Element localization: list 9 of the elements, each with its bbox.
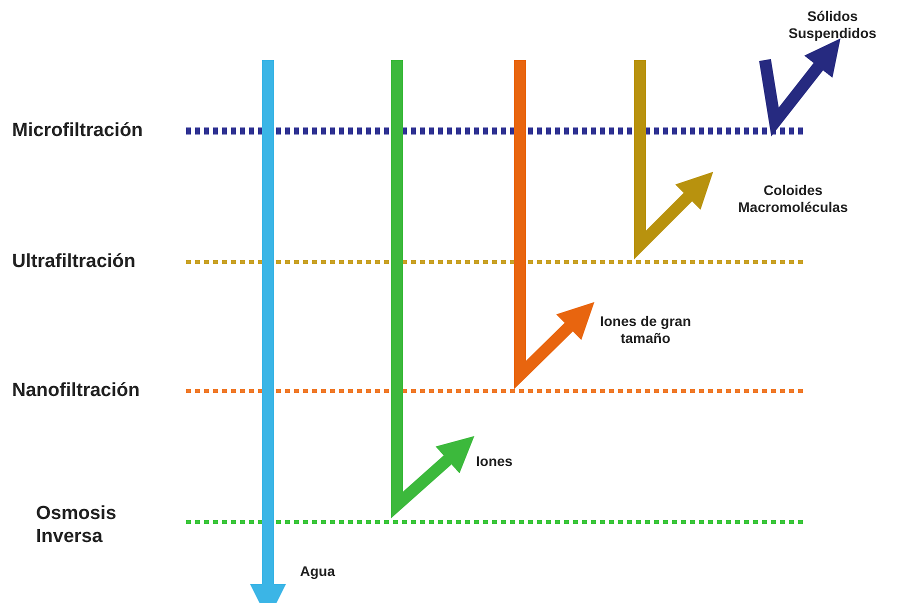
particle-label: Coloides Macromoléculas (737, 182, 849, 216)
particle-label: Iones de gran tamaño (598, 313, 692, 347)
particle-label: Iones (476, 453, 513, 470)
level-label: Osmosis Inversa (36, 503, 118, 549)
level-label: Nanofiltración (12, 380, 140, 403)
level-label: Microfiltración (12, 120, 143, 143)
particle-label: Agua (300, 563, 335, 580)
particle-label: Sólidos Suspendidos (788, 8, 878, 42)
level-label: Ultrafiltración (12, 251, 136, 274)
